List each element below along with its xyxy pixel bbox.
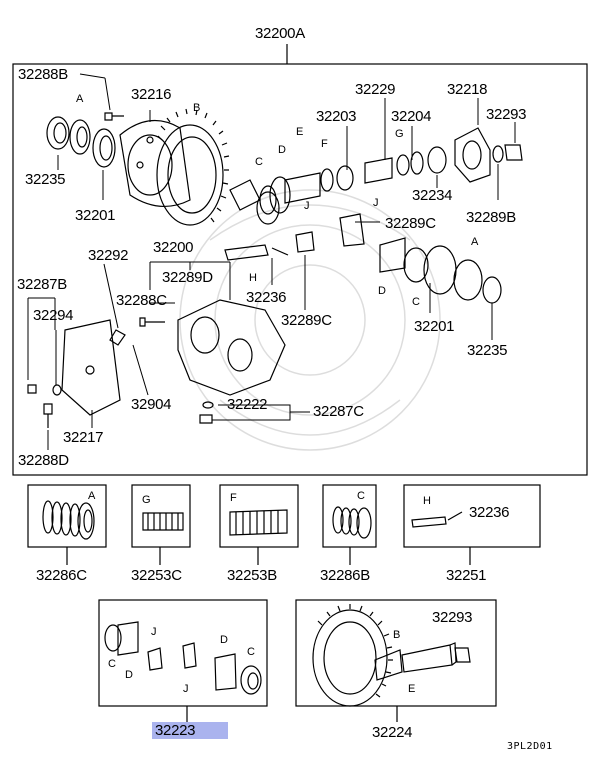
part-label-32235-right[interactable]: 32235 [467,342,508,359]
kit-label-32251[interactable]: 32251 [446,567,487,584]
br-letter-B: B [393,629,401,641]
part-label-32216[interactable]: 32216 [131,86,172,103]
ref-letter-A: A [76,93,84,105]
leader-lines [27,73,516,450]
part-label-32200[interactable]: 32200 [153,239,194,256]
part-label-32288C[interactable]: 32288C [116,292,167,309]
ref-letter-F: F [321,138,328,150]
ref-letter-J-1: J [304,200,310,212]
br-part-32293[interactable]: 32293 [432,609,473,626]
bl-letter-D-2: D [220,634,228,646]
bottom-boxes [98,599,497,722]
part-label-32294[interactable]: 32294 [33,307,74,324]
part-label-32234[interactable]: 32234 [412,187,453,204]
ref-letter-E: E [296,126,304,138]
part-label-32287B[interactable]: 32287B [17,276,67,293]
bl-letter-J-1: J [151,626,157,638]
kit-letter-F: F [230,492,237,504]
ref-letter-D-right: D [378,285,386,297]
main-frame [12,63,588,476]
part-label-32218[interactable]: 32218 [447,81,488,98]
bl-letter-C-2: C [247,646,255,658]
part-label-32223-highlighted[interactable]: 32223 [152,722,228,739]
kit-label-32286B[interactable]: 32286B [320,567,370,584]
part-label-32904[interactable]: 32904 [131,396,172,413]
shaft-assembly [27,108,523,428]
part-label-32288D[interactable]: 32288D [18,452,69,469]
ref-letter-C-right: C [412,296,420,308]
part-label-32201-left[interactable]: 32201 [75,207,116,224]
part-label-32289B[interactable]: 32289B [466,209,516,226]
ref-letter-J-2: J [373,197,379,209]
assembly-title: 32200A [255,25,305,42]
kit-label-32253C[interactable]: 32253C [131,567,182,584]
part-label-32293[interactable]: 32293 [486,106,527,123]
part-label-32222[interactable]: 32222 [227,396,268,413]
part-label-32203[interactable]: 32203 [316,108,357,125]
kit-letter-H: H [423,495,431,507]
part-label-32289D[interactable]: 32289D [162,269,213,286]
bl-letter-J-2: J [183,683,189,695]
bl-letter-C: C [108,658,116,670]
part-label-32229[interactable]: 32229 [355,81,396,98]
watermark-emblem [179,189,441,451]
kit-label-32253B[interactable]: 32253B [227,567,277,584]
diagram-code: 3PL2D01 [507,741,553,752]
part-label-32204[interactable]: 32204 [391,108,432,125]
part-label-32287C[interactable]: 32287C [313,403,364,420]
part-label-32217[interactable]: 32217 [63,429,104,446]
part-label-32236[interactable]: 32236 [246,289,287,306]
kit-letter-C: C [357,490,365,502]
ref-letter-B: B [193,102,201,114]
bl-letter-D: D [125,669,133,681]
part-label-32289C-a[interactable]: 32289C [385,215,436,232]
part-label-32224[interactable]: 32224 [372,724,413,741]
ref-letter-H: H [249,272,257,284]
ref-letter-D: D [278,144,286,156]
ref-letter-C: C [255,156,263,168]
part-label-32288B[interactable]: 32288B [18,66,68,83]
kit-letter-A: A [88,490,96,502]
part-label-32201-right[interactable]: 32201 [414,318,455,335]
part-label-32292[interactable]: 32292 [88,247,129,264]
kit-boxes [27,484,541,565]
ref-letter-A-right: A [471,236,479,248]
br-letter-E: E [408,683,416,695]
part-label-32235-left[interactable]: 32235 [25,171,66,188]
kit-letter-G: G [142,494,151,506]
kit-part-32236[interactable]: 32236 [469,504,510,521]
kit-label-32286C[interactable]: 32286C [36,567,87,584]
part-label-32289C-b[interactable]: 32289C [281,312,332,329]
ref-letter-G: G [395,128,404,140]
